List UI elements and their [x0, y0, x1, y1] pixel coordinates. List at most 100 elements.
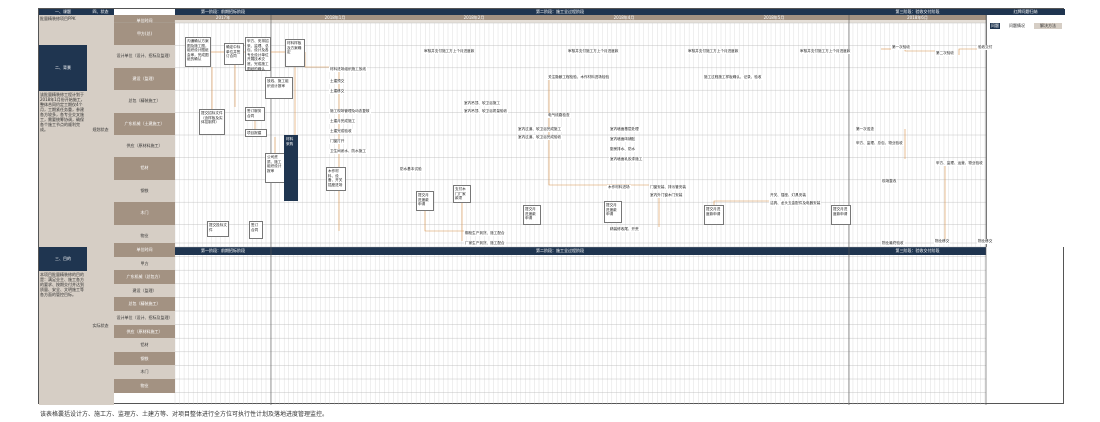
flow-connector [304, 52, 329, 68]
task-label: 精装修收尾、开荒 [609, 227, 640, 232]
header-topic-col: 一、课题 [39, 9, 87, 15]
task-label: 物业移交 [934, 239, 951, 244]
process-box: 放线、施工组织设计报审 [265, 77, 293, 99]
row-label-top-1: 设计单位（设计、招标及监理） [114, 45, 175, 68]
topic-cell: 批量精装修项目PPK [39, 15, 87, 45]
task-label: 验收交付 [977, 45, 994, 50]
row-label-bottom-5: 设计单位（设计、招标及监理） [114, 311, 175, 325]
task-label: 室内墙面砖铺贴 [609, 137, 637, 142]
phase2-header-lower: 第二阶段：施工全过程阶段 [271, 247, 849, 255]
row-label-top-5: 供应（原材料施工） [114, 135, 175, 158]
process-box: 材料样板及方案确定 [285, 39, 305, 67]
row-label-top-0: 甲方(总) [114, 23, 175, 46]
task-label: 第二次验收 [935, 51, 955, 56]
year-2017: 2017年 [175, 15, 271, 20]
row-label-bottom-8: 钢铁 [114, 351, 175, 366]
row-label-bottom-10: 物业 [114, 379, 175, 393]
process-box: 提交月进度款申请 [523, 205, 541, 225]
row-label-top-7: 钢铁 [114, 179, 175, 203]
process-box: 签订服务合同 [245, 107, 265, 121]
row-label-bottom-4: 总包（精装施工） [114, 297, 175, 311]
task-label: 室内外门窗木门安装 [649, 193, 684, 198]
task-label: 审核并支付施工方上个月进度款 [799, 49, 852, 54]
task-label: 土建预交 [329, 79, 346, 84]
task-label: 室内吊顶、软卫浴质量验收 [463, 109, 509, 114]
phase1-header: 第一阶段：前期招标阶段 [175, 9, 271, 15]
process-box: 项目报建 [245, 129, 267, 137]
row-label-bottom-3: 建设（监理） [114, 283, 175, 298]
section-background-label: 二、背景 [39, 45, 87, 91]
task-label: 洁具、龙头五金配件及电器安装 [769, 201, 822, 206]
actual-status-label: 实际状态 [87, 247, 114, 405]
row-label-bottom-6: 供应（原材料施工） [114, 324, 175, 339]
year-2018-1: 2018年1月 [271, 15, 399, 20]
row-label-bottom-2: 广东机械（总包方） [114, 270, 175, 284]
task-label: 门窗打开 [329, 139, 346, 144]
row-label-top-4: 广东机械（土建施工） [114, 112, 175, 135]
row-label-top-3: 总包（精装施工） [114, 90, 175, 113]
phase1-header-lower: 第一阶段：前期招标阶段 [175, 247, 271, 255]
process-box: 提交月进度款申请 [831, 205, 851, 225]
task-label: 木作材料进场 [607, 185, 631, 190]
problem-solution-label: 解决方法 [1034, 23, 1062, 29]
row-label-top-8: 木门 [114, 202, 175, 225]
flow-connector [904, 49, 935, 52]
task-label: 室内过道、软卫浴完成施工 [517, 127, 563, 132]
task-label: 土建完成验收 [329, 129, 353, 134]
task-label: 施工过程施工样板确认、记录、验收 [703, 75, 763, 80]
task-label: 审核并支付施工方上个月进度款 [567, 49, 620, 54]
task-label: 厨房排水、防水 [609, 147, 637, 152]
process-box: 提交月进度款申请 [604, 201, 622, 223]
task-label: 材料进场组织施工放线 [329, 67, 367, 72]
row-label-bottom-9: 木门 [114, 365, 175, 379]
problem-badge: 问题 [990, 23, 1000, 29]
task-label: 甲方、监理、运营、物业验收 [935, 161, 984, 166]
task-label: 现场整改 [881, 179, 898, 184]
row-label-top-2: 建设（监理） [114, 67, 175, 91]
flow-connector [424, 211, 464, 232]
process-box: 甲方、安排招采、监理、总包、设计及各专业设计单位开展技术交底，完成施工图纸的确认 [245, 37, 271, 71]
task-label: 室内墙面乳胶漆施工 [609, 157, 644, 162]
problem-situation-label: 问题情况 [1009, 23, 1025, 28]
task-label: 电气线路检查 [547, 113, 571, 118]
task-label: 物业移交 [977, 239, 994, 244]
row-label-bottom-0: 单位时间 [114, 243, 175, 257]
task-label: 土建月完成施工 [329, 119, 357, 124]
row-label-top-6: 铝材 [114, 157, 175, 180]
process-box: 签订合同 [249, 221, 263, 239]
section-purpose-label: 三、目的 [39, 247, 87, 271]
header-status-col: 四、状态 [87, 9, 114, 15]
task-label: 审核并支付施工方上个月进度款 [423, 49, 476, 54]
task-label: 第一次验收 [891, 45, 911, 50]
process-box: 沟通确认方案图及施工图，组织设计图纸会审，完成图纸的确认 [185, 37, 211, 67]
year-2018-6: 2018年6月 [849, 15, 986, 20]
process-box: 支付木门厂家款项 [453, 185, 471, 203]
task-label: 甲方、监理、总包、物业验收 [855, 141, 904, 146]
gantt-board: 一、课题 四、状态 第一阶段：前期招标阶段 第二阶段：施工全过程阶段 第三阶段：… [38, 8, 1065, 405]
phase2-header: 第二阶段：施工全过程阶段 [271, 9, 849, 15]
phase3-header: 第三阶段：验收交付阶段 [849, 9, 986, 15]
flow-connector [958, 48, 977, 55]
task-label: 关注隐蔽工程检验，木作材料进场检验 [547, 75, 611, 80]
row-label-bottom-7: 铝材 [114, 338, 175, 352]
timeline-grid [114, 15, 987, 405]
task-label: 卫生间闭水、防水施工 [329, 149, 367, 154]
task-label: 厂家生产到货、施工配合 [464, 241, 506, 246]
row-label-bottom-1: 甲方 [114, 256, 175, 271]
problem-panel [986, 15, 1065, 247]
process-box: 提交月进度款申请 [704, 205, 724, 225]
task-label: 室内墙面基层处理 [609, 127, 640, 132]
phase4-header: 红牌问题归纳 [986, 9, 1065, 15]
day-band [175, 20, 986, 23]
background-text: 该批量精装修工程计划于2018年1月份开始施工，整体合同约定工期仅4个月，工期紧… [39, 91, 87, 247]
task-label: 门窗安装、排污管安装 [649, 185, 687, 190]
task-label: 室内过道、软卫浴完成验收 [517, 135, 563, 140]
plan-status-label: 规划状态 [87, 15, 114, 247]
task-label: 第一次巡查 [855, 127, 875, 132]
process-box: 确定中标单位并签订合同 [224, 43, 244, 65]
year-2018-5: 2018年5月 [699, 15, 849, 20]
footnote: 该表格囊括设计方、施工方、监理方、土建方等、对项目整体进行全方位可执行性计划及落… [40, 411, 329, 418]
task-label: 施工现场管理及动态复核 [329, 109, 371, 114]
process-box: 提交招标文件（含样板及实体控制样） [199, 109, 225, 135]
flow-connector [713, 200, 769, 205]
